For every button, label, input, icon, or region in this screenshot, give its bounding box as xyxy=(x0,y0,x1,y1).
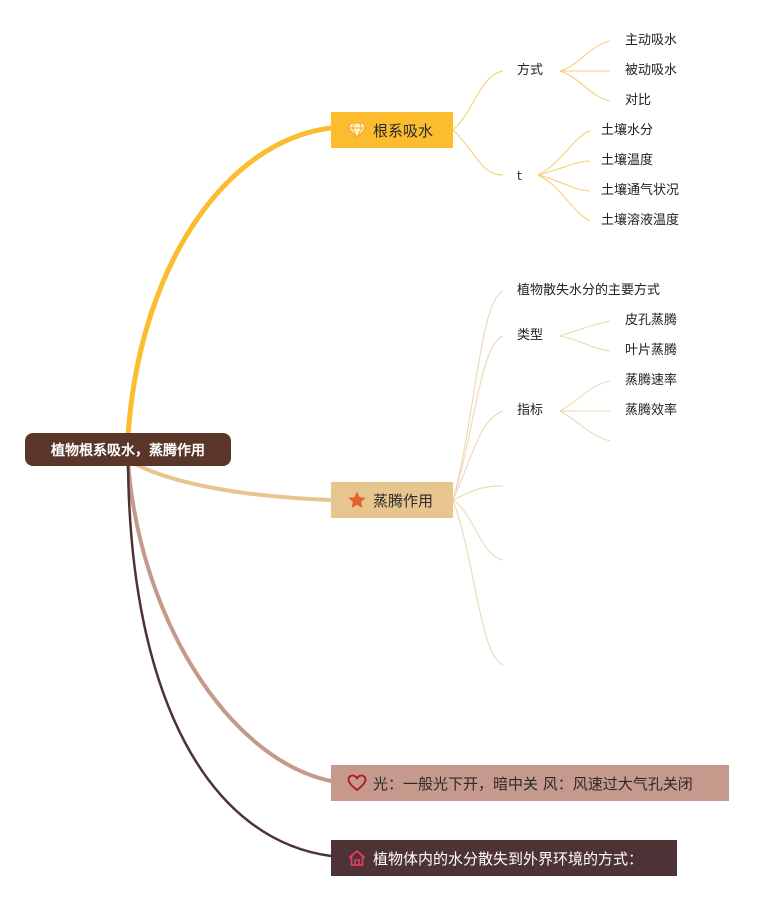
topic-transpiration[interactable]: 蒸腾作用 xyxy=(331,482,453,518)
topic-water-loss[interactable]: 植物体内的水分散失到外界环境的方式： xyxy=(331,840,677,876)
diamond-icon xyxy=(347,122,367,140)
topic-water-loss-label: 植物体内的水分散失到外界环境的方式： xyxy=(373,849,644,868)
leaf-factor-3[interactable]: 土壤通气状况 xyxy=(601,183,680,198)
link-root-to-transpiration xyxy=(126,458,333,502)
leaf-method-1[interactable]: 主动吸水 xyxy=(625,33,678,48)
subtopic-definition[interactable]: 植物散失水分的主要方式 xyxy=(517,283,661,298)
heart-icon xyxy=(347,774,367,792)
links-root-absorption xyxy=(452,40,611,222)
topic-root-absorption[interactable]: 根系吸水 xyxy=(331,112,453,148)
leaf-type-1[interactable]: 皮孔蒸腾 xyxy=(625,313,678,328)
leaf-type-2[interactable]: 叶片蒸腾 xyxy=(625,343,678,358)
topic-light-wind-label: 光：一般光下开，暗中关 风：风速过大气孔关闭 xyxy=(373,774,693,793)
root-label: 植物根系吸水，蒸腾作用 xyxy=(51,442,205,459)
link-root-to-light-wind xyxy=(126,460,333,783)
leaf-factor-4[interactable]: 土壤溶液温度 xyxy=(601,213,680,228)
leaf-method-2[interactable]: 被动吸水 xyxy=(625,63,678,78)
leaf-indicator-1[interactable]: 蒸腾速率 xyxy=(625,373,678,388)
topic-root-absorption-label: 根系吸水 xyxy=(373,121,434,140)
leaf-factor-1[interactable]: 土壤水分 xyxy=(601,123,654,138)
link-root-to-root-absorption xyxy=(125,125,334,439)
leaf-method-3[interactable]: 对比 xyxy=(625,93,652,108)
link-root-to-water-loss xyxy=(126,460,333,858)
home-icon xyxy=(348,850,366,866)
subtopic-types[interactable]: 类型 xyxy=(517,328,544,343)
leaf-factor-2[interactable]: 土壤温度 xyxy=(601,153,654,168)
topic-light-wind[interactable]: 光：一般光下开，暗中关 风：风速过大气孔关闭 xyxy=(331,765,729,801)
topic-transpiration-label: 蒸腾作用 xyxy=(373,491,434,510)
links-transpiration xyxy=(452,290,611,666)
root-node[interactable]: 植物根系吸水，蒸腾作用 xyxy=(25,433,231,466)
star-icon xyxy=(348,491,366,508)
subtopic-indicators[interactable]: 指标 xyxy=(517,403,544,418)
leaf-indicator-2[interactable]: 蒸腾效率 xyxy=(625,403,678,418)
subtopic-factors[interactable]: t xyxy=(517,169,522,183)
subtopic-method[interactable]: 方式 xyxy=(517,63,544,78)
